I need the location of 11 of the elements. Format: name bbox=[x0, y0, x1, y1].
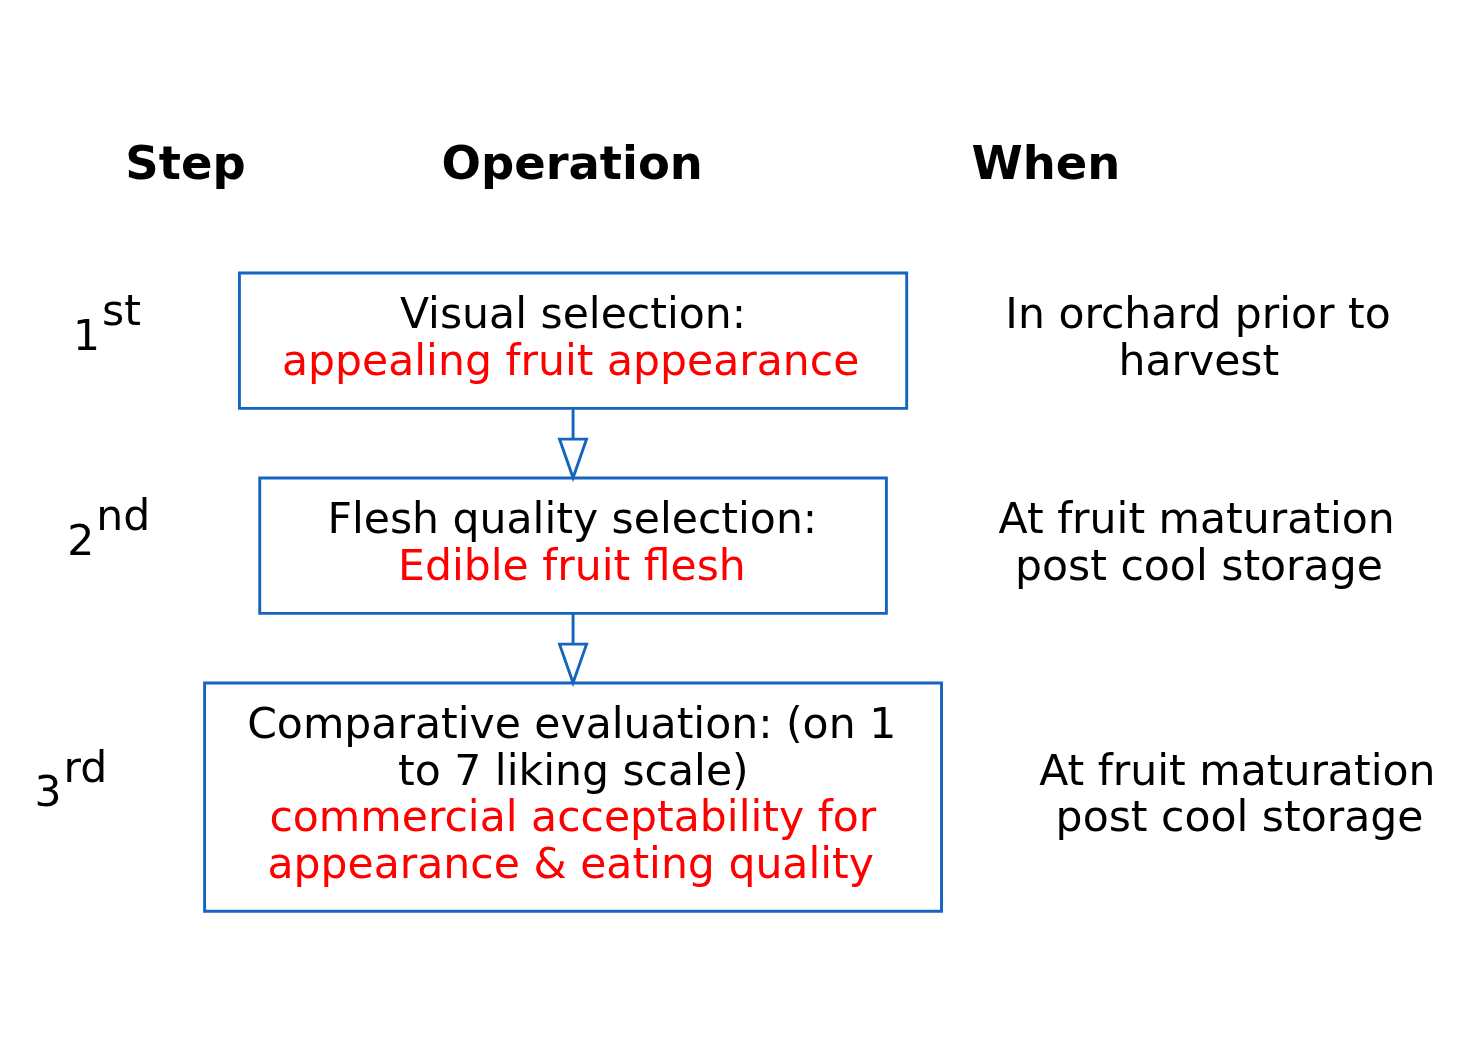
arrow bbox=[557, 614, 589, 688]
node-label: At fruit maturation post cool storage bbox=[998, 494, 1395, 590]
label: When bbox=[971, 135, 1121, 190]
node-box: Visual selection: appealing fruit appearance bbox=[237, 271, 909, 410]
node-label: At fruit maturation post cool storage bbox=[1039, 745, 1436, 842]
label: Step bbox=[125, 135, 246, 190]
node-box: Flesh quality selection: Edible fruit flesh bbox=[258, 476, 888, 615]
node-box: Comparative evaluation: (on 1 to 7 liking scale) commercial acceptability for appearance & eating quality bbox=[203, 681, 943, 913]
arrow bbox=[557, 408, 589, 483]
node-label: In orchard prior to harvest bbox=[1005, 289, 1391, 385]
label: Operation bbox=[441, 135, 703, 190]
